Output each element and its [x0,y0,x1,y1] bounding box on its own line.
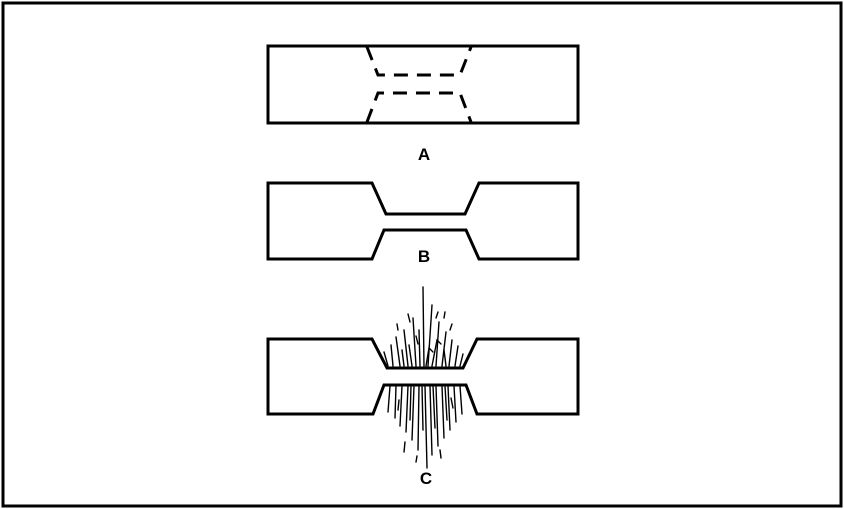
panel-a-label: A [418,145,430,164]
panel-a: A [266,44,580,164]
panel-c-filaments-top [383,286,464,369]
panel-a-bar [266,44,580,125]
panel-b: B [266,181,580,266]
panel-c-upper-half [266,337,580,376]
panel-c-filaments-bottom [387,385,463,469]
panel-b-lower-half [266,220,580,261]
panel-b-label: B [418,247,430,266]
panel-b-upper-half [266,181,580,220]
panel-c: C [266,286,580,488]
panel-c-lower-half [266,376,580,416]
panel-a-neck-top-dashed [365,46,473,77]
panel-a-neck-bottom-dashed [365,91,473,123]
panel-c-label: C [420,469,432,488]
